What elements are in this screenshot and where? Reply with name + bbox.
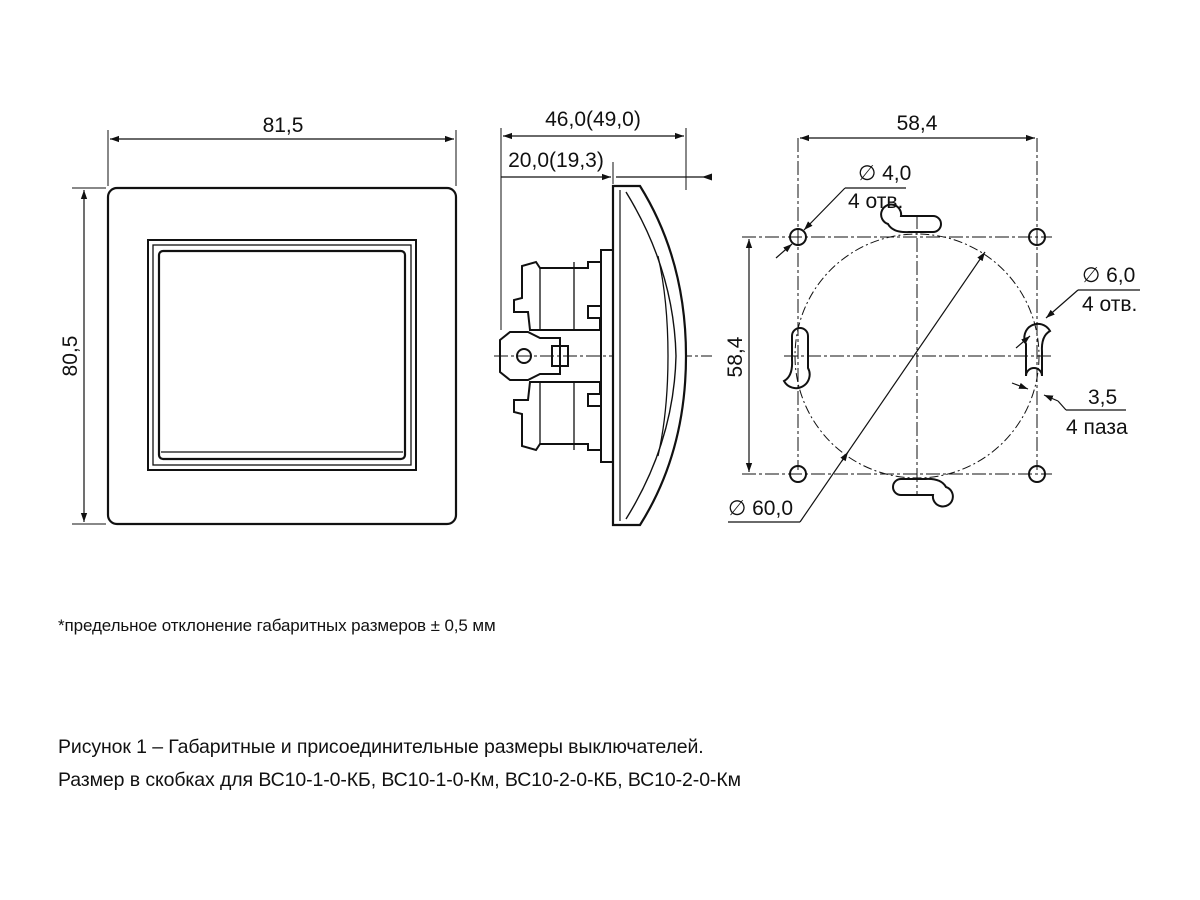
frame-inner-border: [147, 239, 417, 471]
tolerance-note: *предельное отклонение габаритных размер…: [58, 616, 496, 635]
front-view: [72, 130, 458, 526]
cover-frame: [611, 184, 688, 527]
mount-spacing-h-label: 58,4: [897, 112, 938, 135]
rocker-key: [157, 249, 407, 461]
front-width-label: 81,5: [263, 114, 304, 137]
side-mount-label: 20,0(19,3): [508, 149, 604, 172]
hole-small-br: [1028, 465, 1046, 483]
frame-inner-border-2: [152, 244, 412, 466]
slot-left: [782, 327, 811, 390]
slot-top: [880, 203, 942, 234]
small-hole-diameter-label: ∅ 4,0: [858, 162, 911, 185]
circle-diameter-label: ∅ 60,0: [728, 497, 793, 520]
hole-small-tl: [789, 228, 807, 246]
mechanism-upper: [513, 260, 601, 331]
large-hole-diameter-label: ∅ 6,0: [1082, 264, 1135, 287]
mounting-view: [728, 134, 1140, 523]
caption-line-2: Размер в скобках для ВС10-1-0-КБ, ВС10-1…: [58, 769, 741, 791]
mounting-plate: [600, 249, 614, 463]
diameter-dim-line: [799, 251, 986, 523]
side-depth-label: 46,0(49,0): [545, 108, 641, 131]
mechanism-lower: [513, 381, 601, 452]
front-height-label: 80,5: [59, 336, 82, 377]
slot-count-label: 4 паза: [1066, 416, 1128, 439]
frame-outer: [106, 186, 458, 526]
mount-spacing-v-label: 58,4: [724, 336, 747, 377]
slot-width-label: 3,5: [1088, 386, 1117, 409]
side-view: [494, 128, 712, 527]
large-hole-count-label: 4 отв.: [1082, 293, 1137, 316]
slot-right: [1023, 322, 1052, 377]
small-hole-count-label: 4 отв.: [848, 190, 903, 213]
hole-small-bl: [789, 465, 807, 483]
terminal-screw: [516, 348, 532, 364]
hole-small-tr: [1028, 228, 1046, 246]
slot-bottom: [892, 477, 954, 508]
figure-caption: Рисунок 1 – Габаритные и присоединительн…: [58, 731, 741, 797]
terminal-block: [499, 331, 561, 381]
caption-line-1: Рисунок 1 – Габаритные и присоединительн…: [58, 736, 704, 758]
